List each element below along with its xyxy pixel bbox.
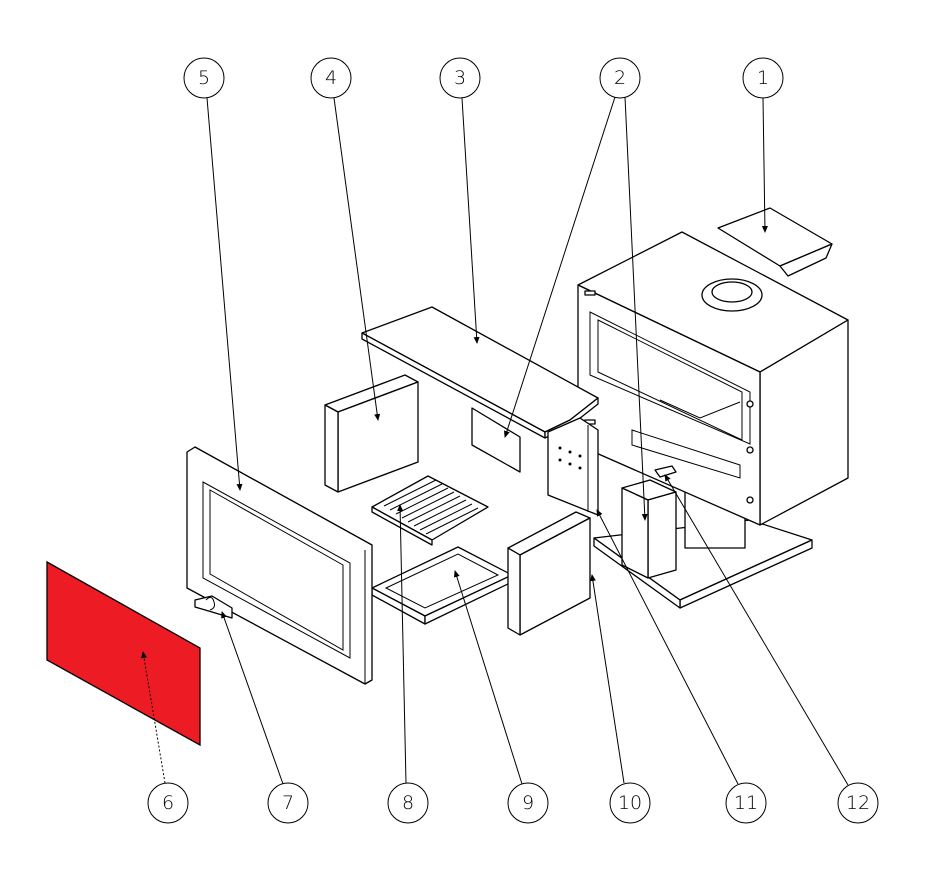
balloon-label: 1 xyxy=(757,67,769,89)
part-11-side-brick xyxy=(547,417,599,516)
balloon-2: 2 xyxy=(599,57,641,99)
part-5-door xyxy=(186,446,373,685)
part-1-deflector xyxy=(717,207,833,277)
balloon-label: 3 xyxy=(454,67,466,89)
part-10-side-brick xyxy=(507,511,591,636)
balloon-10: 10 xyxy=(609,782,651,824)
balloon-label: 5 xyxy=(198,67,210,89)
balloon-3: 3 xyxy=(439,57,481,99)
balloon-label: 9 xyxy=(522,792,534,814)
balloon-label: 11 xyxy=(734,792,758,814)
balloon-11: 11 xyxy=(725,782,767,824)
balloon-9: 9 xyxy=(507,782,549,824)
balloon-8: 8 xyxy=(387,782,429,824)
balloon-label: 6 xyxy=(162,792,174,814)
part-9-ash-pan xyxy=(371,546,513,625)
balloon-label: 7 xyxy=(282,792,294,814)
balloon-label: 2 xyxy=(614,67,626,89)
balloon-4: 4 xyxy=(310,57,352,99)
balloon-label: 12 xyxy=(846,792,870,814)
leader-lines xyxy=(141,96,849,786)
part-4-side-brick xyxy=(324,374,419,493)
balloon-label: 4 xyxy=(325,67,337,89)
part-12-clip xyxy=(654,465,677,478)
balloon-6: 6 xyxy=(147,782,189,824)
balloon-label: 8 xyxy=(402,792,414,814)
balloon-5: 5 xyxy=(183,57,225,99)
balloon-label: 10 xyxy=(618,792,642,814)
part-6-glass xyxy=(46,560,201,747)
part-2-rear-brick xyxy=(621,479,677,579)
balloon-12: 12 xyxy=(837,782,879,824)
part-8-grate xyxy=(371,475,489,546)
balloon-1: 1 xyxy=(742,57,784,99)
balloon-7: 7 xyxy=(267,782,309,824)
